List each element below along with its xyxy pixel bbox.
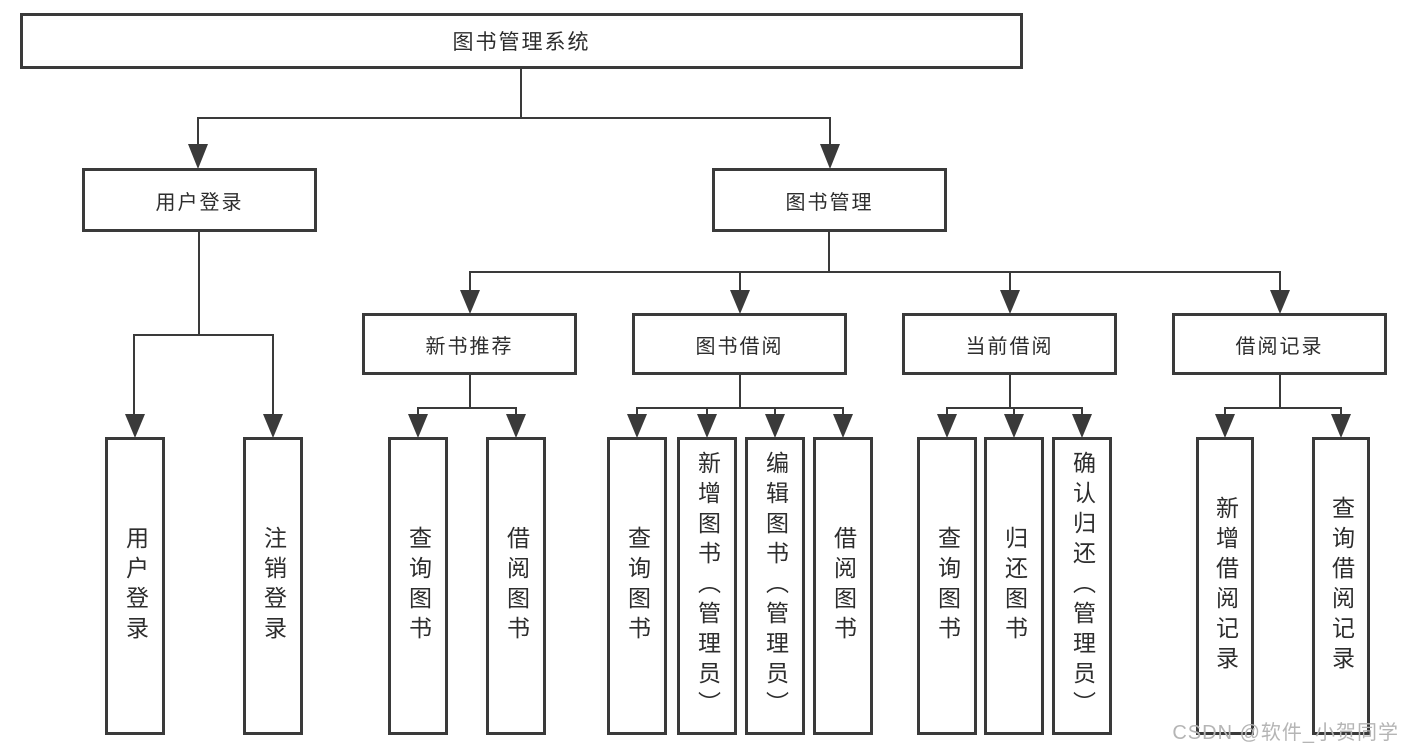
arrowheads bbox=[125, 144, 1351, 438]
node-current-borrowing: 当前借阅 bbox=[902, 313, 1117, 375]
node-user-login: 用户登录 bbox=[82, 168, 317, 232]
node-borrowing-records: 借阅记录 bbox=[1172, 313, 1387, 375]
watermark-text: CSDN @软件_小贺同学 bbox=[1172, 722, 1399, 744]
leaf-borrowing-borrow-books: 借阅图书 bbox=[813, 437, 873, 735]
leaf-recommend-borrow-books: 借阅图书 bbox=[486, 437, 546, 735]
leaf-records-add-record: 新增借阅记录 bbox=[1196, 437, 1254, 735]
leaf-borrowing-edit-books-admin: 编辑图书（管理员） bbox=[745, 437, 805, 735]
leaf-logout: 注销登录 bbox=[243, 437, 303, 735]
leaf-records-query-record: 查询借阅记录 bbox=[1312, 437, 1370, 735]
leaf-borrowing-query-books: 查询图书 bbox=[607, 437, 667, 735]
node-book-borrowing: 图书借阅 bbox=[632, 313, 847, 375]
node-book-management: 图书管理 bbox=[712, 168, 947, 232]
node-new-book-recommend: 新书推荐 bbox=[362, 313, 577, 375]
leaf-user-login: 用户登录 bbox=[105, 437, 165, 735]
leaf-recommend-query-books: 查询图书 bbox=[388, 437, 448, 735]
leaf-current-query-books: 查询图书 bbox=[917, 437, 977, 735]
leaf-current-confirm-return-admin: 确认归还（管理员） bbox=[1052, 437, 1112, 735]
leaf-current-return-books: 归还图书 bbox=[984, 437, 1044, 735]
leaf-borrowing-add-books-admin: 新增图书（管理员） bbox=[677, 437, 737, 735]
node-library-management-system: 图书管理系统 bbox=[20, 13, 1023, 69]
